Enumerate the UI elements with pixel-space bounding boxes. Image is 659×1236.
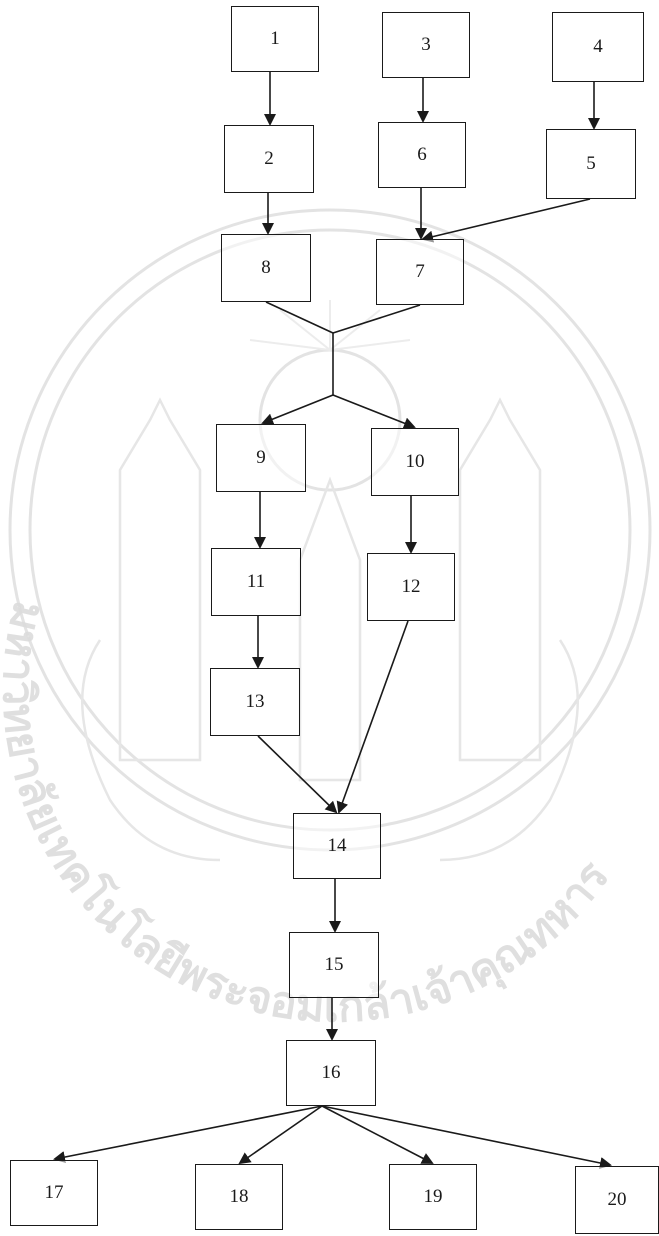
- edge-n16-n17-arrow: [53, 1105, 323, 1163]
- node-2: 2: [224, 125, 314, 193]
- node-label: 18: [229, 1186, 249, 1207]
- node-label: 19: [423, 1186, 443, 1207]
- node-15: 15: [289, 932, 379, 998]
- node-label: 12: [401, 576, 421, 597]
- node-label: 14: [327, 835, 347, 856]
- node-5: 5: [546, 129, 636, 199]
- edge-n13-n14-arrow: [257, 735, 338, 814]
- node-8: 8: [221, 234, 311, 302]
- junction-to-10-arrow: [332, 394, 416, 429]
- junction-from-7: [332, 304, 421, 334]
- node-label: 7: [415, 261, 425, 282]
- node-label: 8: [261, 257, 271, 278]
- node-20: 20: [575, 1166, 659, 1234]
- node-label: 5: [586, 153, 596, 174]
- node-label: 10: [405, 451, 425, 472]
- node-11: 11: [211, 548, 301, 616]
- junction-to-9-arrow: [261, 394, 334, 425]
- node-10: 10: [371, 428, 459, 496]
- node-label: 17: [44, 1182, 64, 1203]
- node-label: 3: [421, 34, 431, 55]
- edge-n16-n19-arrow: [321, 1105, 434, 1164]
- node-4: 4: [552, 12, 644, 82]
- edge-n5-n7-arrow: [421, 198, 591, 243]
- node-label: 16: [321, 1062, 341, 1083]
- node-14: 14: [293, 813, 381, 879]
- node-3: 3: [382, 12, 470, 78]
- node-1: 1: [231, 6, 319, 72]
- junction-from-8: [265, 301, 334, 334]
- node-label: 15: [324, 954, 344, 975]
- node-label: 6: [417, 144, 427, 165]
- edge-n16-n20-arrow: [321, 1105, 612, 1169]
- node-label: 13: [245, 691, 265, 712]
- node-6: 6: [378, 122, 466, 188]
- node-16: 16: [286, 1040, 376, 1106]
- node-label: 4: [593, 36, 603, 57]
- node-13: 13: [210, 668, 300, 736]
- node-9: 9: [216, 424, 306, 492]
- node-label: 1: [270, 28, 280, 49]
- node-7: 7: [376, 239, 464, 305]
- edge-n16-n18-arrow: [238, 1105, 323, 1165]
- node-19: 19: [389, 1164, 477, 1230]
- node-label: 2: [264, 148, 274, 169]
- node-17: 17: [10, 1160, 98, 1226]
- node-label: 11: [246, 571, 266, 592]
- node-label: 9: [256, 447, 266, 468]
- node-12: 12: [367, 553, 455, 621]
- node-label: 20: [607, 1189, 627, 1210]
- node-18: 18: [195, 1164, 283, 1230]
- edge-n12-n14-arrow: [336, 620, 409, 814]
- junction-connector: [261, 301, 421, 429]
